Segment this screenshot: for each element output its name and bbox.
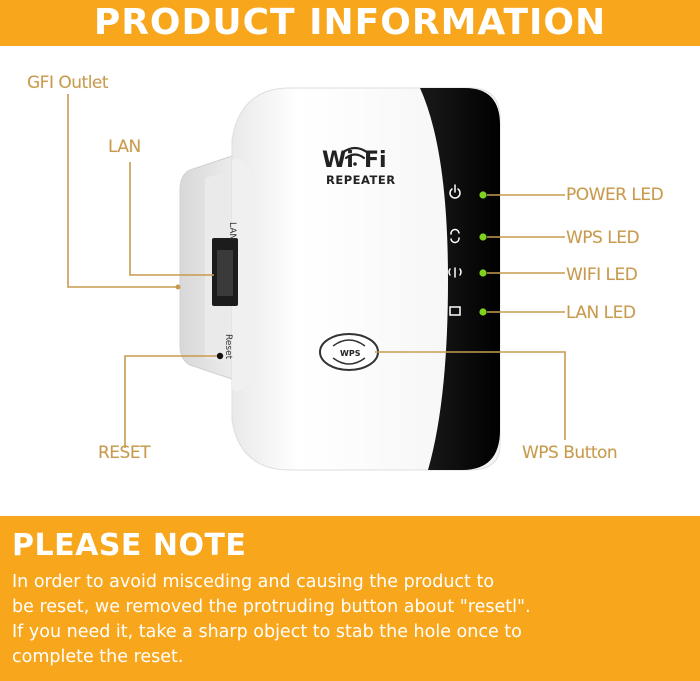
lan-icon (449, 306, 461, 316)
callout-reset: RESET (98, 443, 150, 463)
wps-button-text: WPS (340, 349, 361, 358)
lan-line (129, 162, 214, 276)
wps-led (479, 233, 487, 241)
lan-port (212, 238, 238, 306)
note-title: PLEASE NOTE (12, 528, 247, 563)
header-band: PRODUCT INFORMATION (0, 0, 700, 46)
callout-gfi-outlet: GFI Outlet (27, 73, 109, 93)
wifi-logo: Wi Fi REPEATER (322, 146, 396, 187)
device-illustration: LAN Reset Wi Fi REPEATER WPS (67, 87, 566, 471)
lan-led (479, 308, 487, 316)
brand-wi: Wi (322, 148, 354, 173)
wps-button-line (375, 351, 566, 440)
brand-repeater: REPEATER (326, 173, 396, 187)
led-indicators (479, 191, 487, 316)
reset-hole (216, 352, 224, 360)
power-icon (449, 184, 461, 199)
reset-label: Reset (223, 334, 233, 360)
callout-power-led: POWER LED (566, 185, 664, 205)
wps-button[interactable]: WPS (319, 333, 379, 371)
power-led (479, 191, 487, 199)
page-title: PRODUCT INFORMATION (93, 2, 607, 43)
wifi-icon (448, 267, 462, 278)
wps-sync-icon (450, 228, 460, 244)
lan-port-label: LAN (227, 222, 237, 240)
callout-lines (67, 94, 566, 448)
wifi-signal-icon (340, 146, 370, 166)
callout-lan-led: LAN LED (566, 303, 636, 323)
callout-wps-button: WPS Button (522, 443, 618, 463)
wifi-led (479, 269, 487, 277)
callout-wifi-led: WIFI LED (566, 265, 638, 285)
brand-fi: Fi (364, 148, 387, 173)
reset-line (124, 355, 217, 448)
callout-wps-led: WPS LED (566, 228, 640, 248)
callout-lan: LAN (108, 137, 141, 157)
device-diagram: LAN Reset Wi Fi REPEATER WPS (0, 46, 700, 516)
note-band: PLEASE NOTE In order to avoid misceding … (0, 516, 700, 681)
gfi-outlet-line (67, 94, 176, 288)
note-body: In order to avoid misceding and causing … (12, 572, 531, 667)
device-body (231, 87, 501, 471)
